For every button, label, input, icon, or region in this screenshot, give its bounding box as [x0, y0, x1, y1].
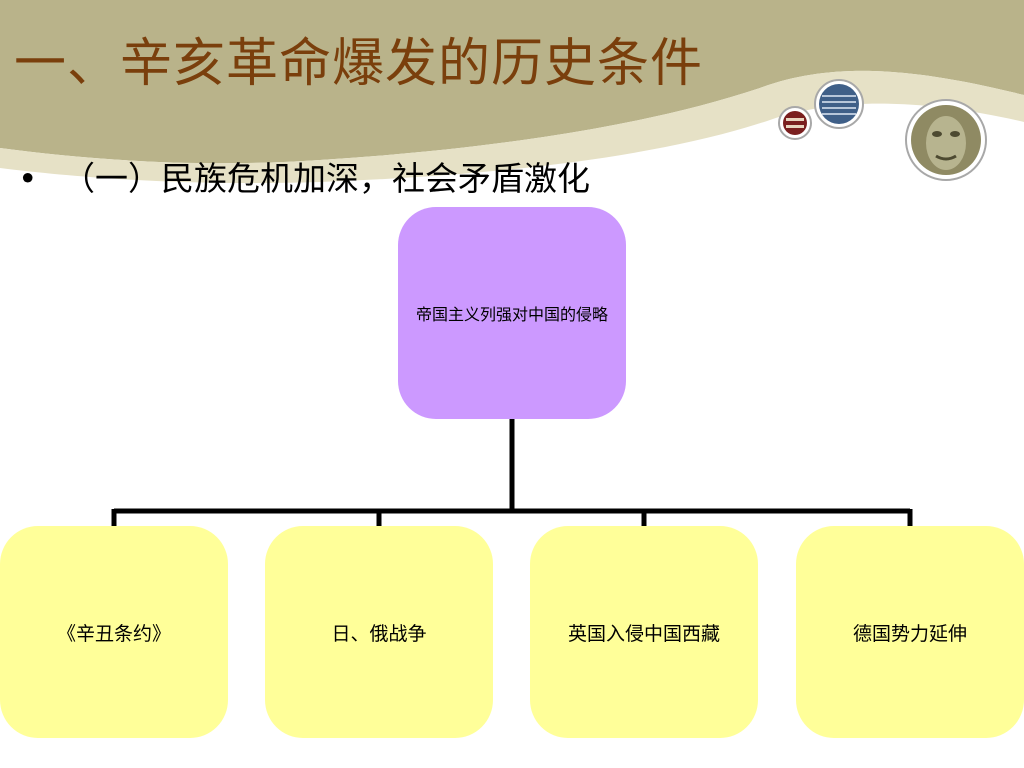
child-node-label: 日、俄战争	[331, 622, 427, 645]
root-node-label: 帝国主义列强对中国的侵略	[415, 305, 608, 324]
root-node: 帝国主义列强对中国的侵略	[398, 207, 626, 419]
header-highlight	[0, 70, 1024, 184]
decorative-music-score-icon	[814, 79, 864, 129]
child-node-label: 《辛丑条约》	[56, 622, 171, 645]
bullet-line: • （一）民族危机加深，社会矛盾激化	[18, 162, 590, 195]
bullet-text: （一）民族危机加深，社会矛盾激化	[62, 159, 590, 198]
child-node-label: 英国入侵中国西藏	[567, 622, 720, 645]
child-node-1: 《辛丑条约》	[0, 526, 228, 738]
header-band	[0, 0, 1024, 164]
decorative-mask-face-icon	[905, 99, 987, 181]
decorative-bead-small-icon	[778, 106, 812, 140]
bullet-marker: •	[18, 159, 38, 198]
child-node-2: 日、俄战争	[265, 526, 493, 738]
slide-title: 一、辛亥革命爆发的历史条件	[14, 34, 704, 94]
child-node-4: 德国势力延伸	[796, 526, 1024, 738]
child-node-label: 德国势力延伸	[852, 622, 967, 645]
child-node-3: 英国入侵中国西藏	[530, 526, 758, 738]
